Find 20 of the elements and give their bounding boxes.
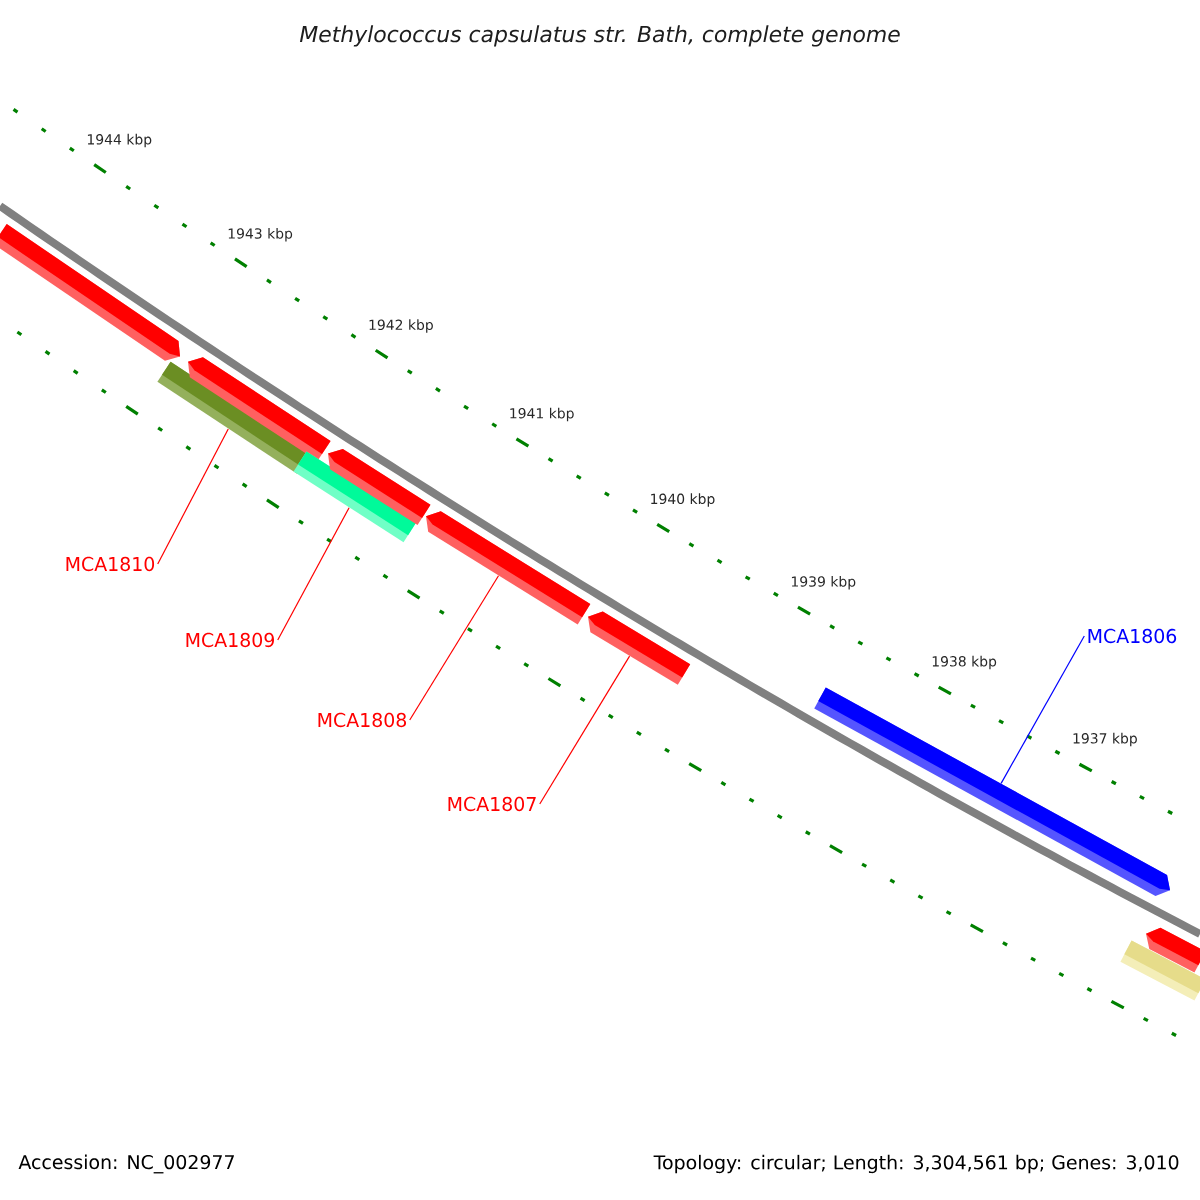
title: Methylococcus capsulatus str. Bath, complete genome [299, 25, 900, 47]
gene-block [1146, 927, 1200, 973]
gene-block [814, 687, 1170, 896]
gene-block [328, 448, 431, 526]
leader-line [539, 655, 631, 805]
gene-label: MCA1808 [318, 712, 407, 728]
leader-line [409, 575, 500, 721]
gene-block [588, 611, 691, 685]
leader-line [157, 428, 229, 565]
gene-label: MCA1810 [66, 556, 155, 572]
leader-line [277, 507, 350, 641]
accession-text: Accession: NC_002977 [18, 1154, 234, 1174]
gene-block [188, 357, 331, 462]
gene-label: MCA1807 [448, 796, 536, 812]
leader-line [1000, 635, 1085, 784]
genome-info-text: Topology: circular; Length: 3,304,561 bp; Genes: 3,010 [653, 1154, 1179, 1174]
gene-label: MCA1806 [1088, 628, 1177, 644]
gene-block [0, 224, 180, 361]
gene-label: MCA1809 [186, 632, 274, 648]
gene-block [426, 511, 591, 625]
